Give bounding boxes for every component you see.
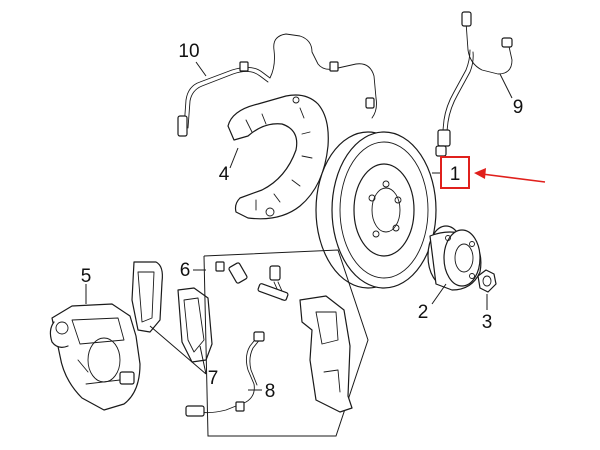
callout-1[interactable]: 1 bbox=[450, 164, 461, 185]
part-1-brake-rotor[interactable] bbox=[315, 131, 437, 289]
callout-10[interactable]: 10 bbox=[178, 41, 199, 62]
part-5-brake-caliper[interactable] bbox=[49, 303, 141, 411]
part-4-splash-shield[interactable] bbox=[227, 94, 329, 220]
part-8-rear-wear-sensor[interactable] bbox=[185, 331, 265, 417]
leader-9 bbox=[499, 73, 513, 99]
callout-6[interactable]: 6 bbox=[180, 260, 191, 281]
part-7-brake-pads[interactable] bbox=[131, 261, 213, 363]
leader-7 bbox=[149, 325, 207, 375]
callout-4[interactable]: 4 bbox=[219, 164, 230, 185]
leader-10 bbox=[195, 61, 207, 77]
callout-3[interactable]: 3 bbox=[482, 312, 493, 333]
part-10-wear-sensor-wire[interactable] bbox=[177, 33, 377, 137]
leader-2 bbox=[431, 283, 447, 305]
red-arrow-icon bbox=[474, 168, 486, 179]
part-9-brake-hose[interactable] bbox=[435, 11, 513, 157]
callout-7[interactable]: 7 bbox=[208, 368, 219, 389]
callout-1-highlight-box bbox=[440, 156, 470, 189]
part-1-highlight bbox=[440, 156, 546, 189]
callout-8[interactable]: 8 bbox=[265, 381, 276, 402]
leader-lines bbox=[85, 61, 513, 391]
part-6-hardware-kit[interactable] bbox=[203, 249, 369, 437]
callout-5[interactable]: 5 bbox=[81, 266, 92, 287]
callout-9[interactable]: 9 bbox=[513, 97, 524, 118]
leader-4 bbox=[229, 147, 239, 169]
red-arrow-line bbox=[481, 173, 546, 183]
callout-labels: 1 2 3 4 5 6 7 8 9 10 bbox=[81, 41, 524, 402]
part-3-hub-nut[interactable] bbox=[477, 269, 497, 293]
part-2-wheel-hub[interactable] bbox=[427, 225, 482, 291]
callout-2[interactable]: 2 bbox=[418, 302, 429, 323]
